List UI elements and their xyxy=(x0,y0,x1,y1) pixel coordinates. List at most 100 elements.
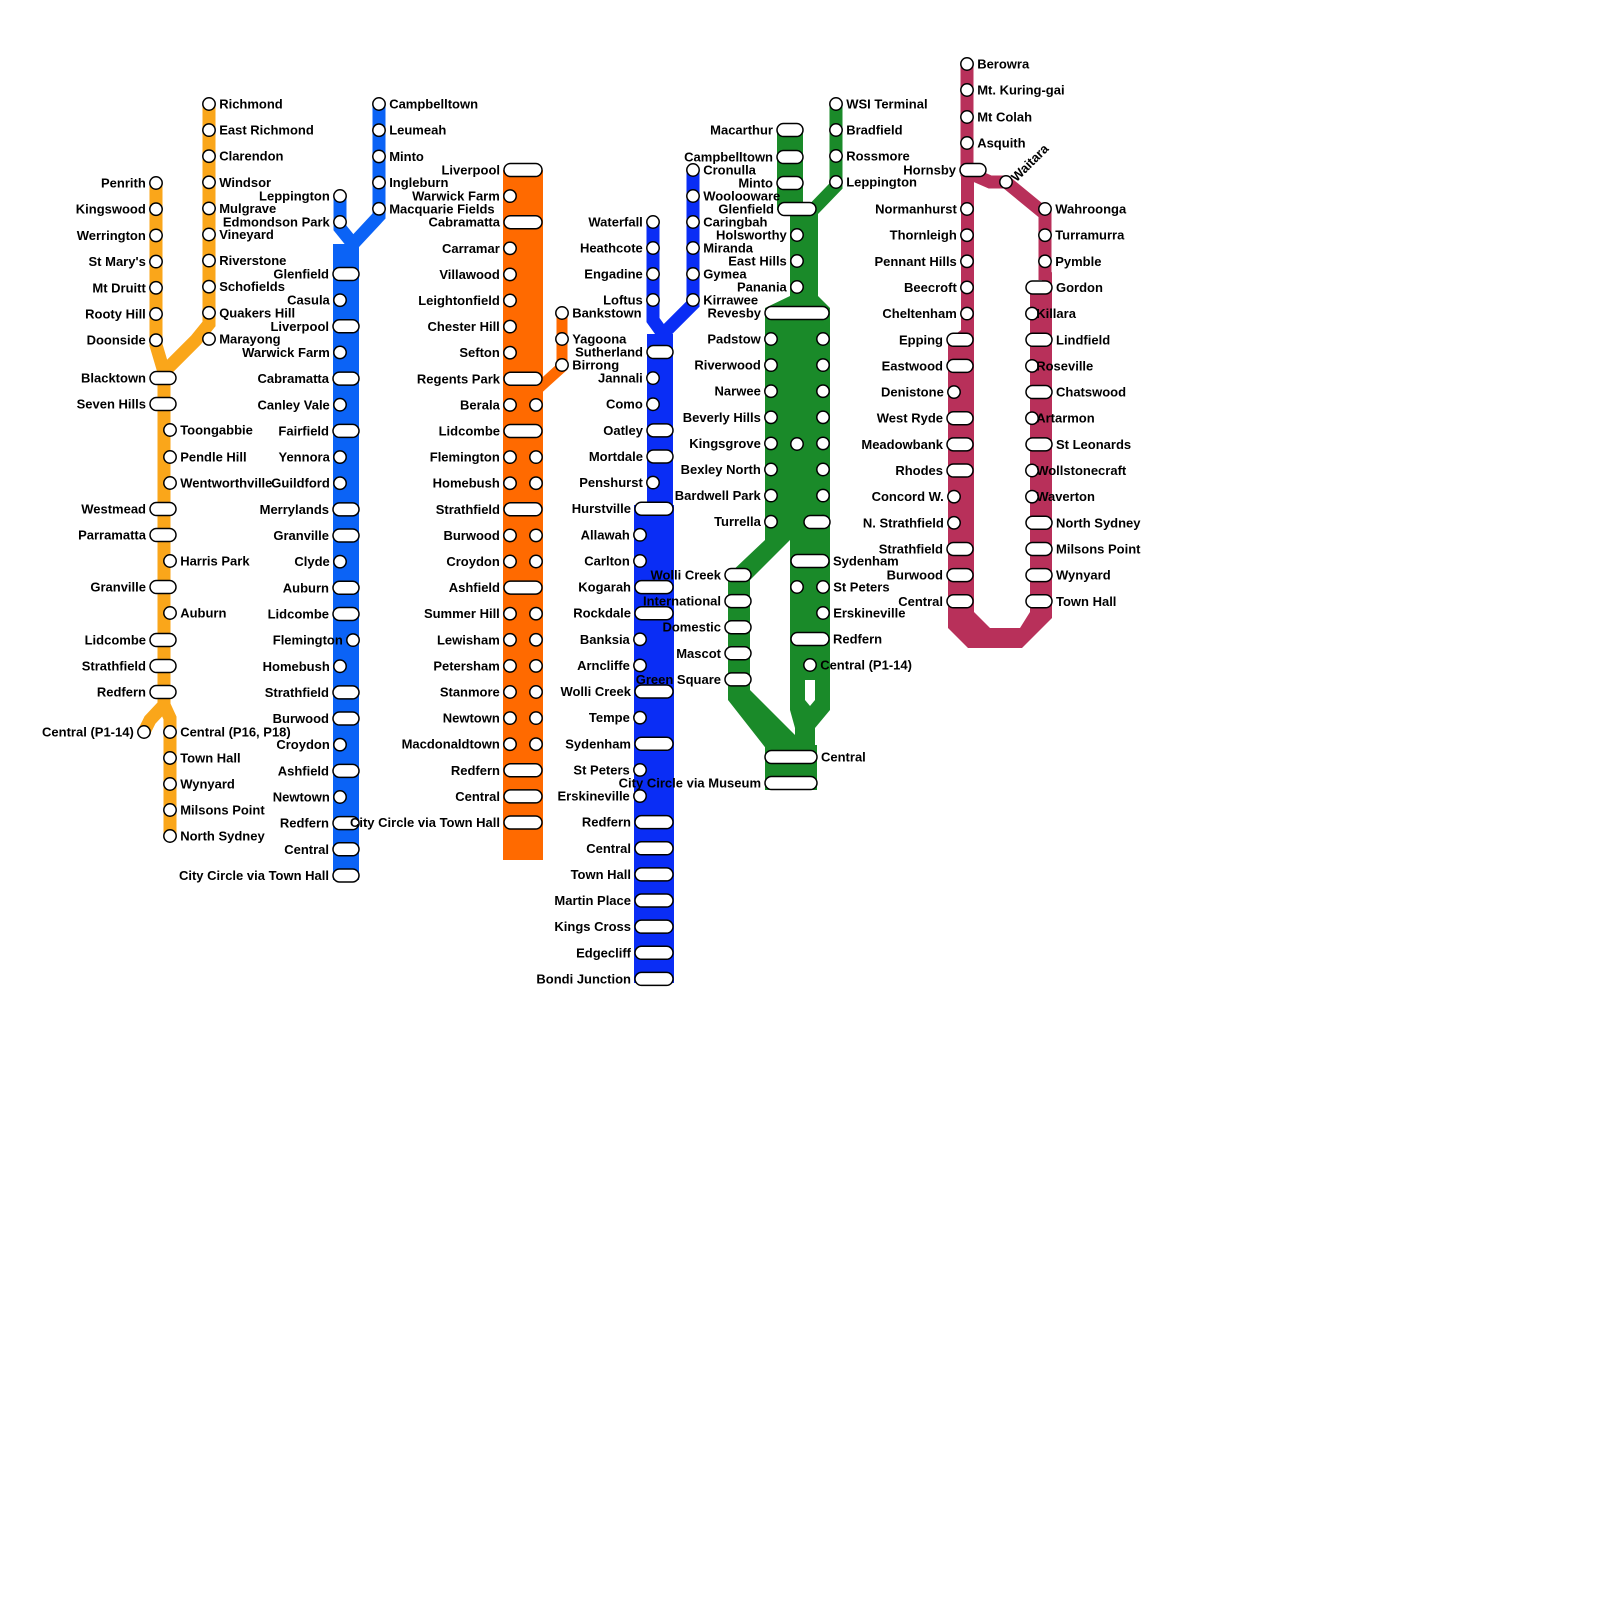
station-wynyard[interactable] xyxy=(1025,567,1053,583)
station-glenfield[interactable] xyxy=(332,266,360,282)
station-flemington[interactable] xyxy=(529,450,543,465)
station-city-circle-via-town-hall[interactable] xyxy=(503,815,543,830)
station-chatswood[interactable] xyxy=(1025,384,1053,400)
station-yennora[interactable] xyxy=(333,450,347,464)
station-auburn[interactable] xyxy=(332,580,360,596)
station-waitara[interactable] xyxy=(999,175,1013,189)
station-riverwood[interactable] xyxy=(816,358,830,373)
station-villawood[interactable] xyxy=(503,267,517,282)
station-eastwood[interactable] xyxy=(946,358,974,374)
station-central[interactable] xyxy=(332,842,360,857)
station-padstow[interactable] xyxy=(816,332,830,346)
station-woolooware[interactable] xyxy=(686,189,700,203)
station-mt-kuring-gai[interactable] xyxy=(960,83,974,97)
station-central[interactable] xyxy=(764,749,818,765)
station-st-peters[interactable] xyxy=(790,580,804,594)
station-loftus[interactable] xyxy=(646,293,660,307)
station-burwood[interactable] xyxy=(529,528,543,543)
station-leumeah[interactable] xyxy=(372,123,386,138)
station-central-p1-14[interactable] xyxy=(803,658,817,672)
station-padstow[interactable] xyxy=(764,332,778,346)
station-summer-hill[interactable] xyxy=(529,606,543,621)
station-marayong[interactable] xyxy=(202,331,216,346)
station-wolli-creek[interactable] xyxy=(724,567,752,583)
station-narwee[interactable] xyxy=(816,384,830,399)
station-central[interactable] xyxy=(503,789,543,804)
station-strathfield[interactable] xyxy=(946,541,974,557)
station-chester-hill[interactable] xyxy=(503,319,517,334)
station-roseville[interactable] xyxy=(1025,358,1039,373)
station-warwick-farm[interactable] xyxy=(333,345,347,360)
station-bradfield[interactable] xyxy=(829,123,843,137)
station-homebush[interactable] xyxy=(333,659,347,674)
station-kingsgrove[interactable] xyxy=(816,436,830,451)
station-lewisham[interactable] xyxy=(529,632,543,647)
station-sydenham[interactable] xyxy=(790,553,830,569)
station-casula[interactable] xyxy=(333,293,347,308)
station-lidcombe[interactable] xyxy=(149,632,177,648)
station-berowra[interactable] xyxy=(960,57,974,71)
station-bardwell-park[interactable] xyxy=(816,488,830,503)
station-merrylands[interactable] xyxy=(332,502,360,517)
station-artarmon[interactable] xyxy=(1025,411,1039,426)
station-yagoona[interactable] xyxy=(555,332,569,346)
station-lewisham[interactable] xyxy=(503,632,517,647)
station-pendle-hill[interactable] xyxy=(163,450,177,464)
station-macdonaldtown[interactable] xyxy=(503,737,517,752)
station-leppington[interactable] xyxy=(829,175,843,189)
station-holsworthy[interactable] xyxy=(790,228,804,242)
station-cronulla[interactable] xyxy=(686,163,700,177)
station-flemington[interactable] xyxy=(346,633,360,648)
station-milsons-point[interactable] xyxy=(1025,541,1053,557)
station-newtown[interactable] xyxy=(529,711,543,726)
station-richmond[interactable] xyxy=(202,97,216,111)
station-macquarie-fields[interactable] xyxy=(372,201,386,216)
station-petersham[interactable] xyxy=(529,658,543,673)
station-caringbah[interactable] xyxy=(686,215,700,229)
station-international[interactable] xyxy=(724,593,752,609)
station-burwood[interactable] xyxy=(503,528,517,543)
station-macdonaldtown[interactable] xyxy=(529,737,543,752)
station-turrella[interactable] xyxy=(764,514,778,529)
station-clyde[interactable] xyxy=(333,554,347,569)
station-riverstone[interactable] xyxy=(202,253,216,268)
station-mt-colah[interactable] xyxy=(960,110,974,124)
station-blacktown[interactable] xyxy=(149,370,177,386)
station-redfern[interactable] xyxy=(332,815,360,831)
station-central-p16-p18[interactable] xyxy=(163,725,177,739)
station-wollstonecraft[interactable] xyxy=(1025,463,1039,478)
station-edmondson-park[interactable] xyxy=(333,215,347,229)
station-berala[interactable] xyxy=(529,397,543,412)
station-como[interactable] xyxy=(646,397,660,412)
station-north-sydney[interactable] xyxy=(163,829,177,843)
station-kingswood[interactable] xyxy=(149,202,163,217)
station-concord-w[interactable] xyxy=(947,489,961,504)
station-city-circle-via-museum[interactable] xyxy=(764,775,818,791)
station-leightonfield[interactable] xyxy=(503,293,517,308)
station-edgecliff[interactable] xyxy=(634,945,674,961)
station-n-strathfield[interactable] xyxy=(947,515,961,530)
station-milsons-point[interactable] xyxy=(163,803,177,817)
station-st-leonards[interactable] xyxy=(1025,437,1053,452)
station-lindfield[interactable] xyxy=(1025,332,1053,347)
station-panania[interactable] xyxy=(790,280,804,294)
station-allawah[interactable] xyxy=(633,527,647,542)
station-clarendon[interactable] xyxy=(202,149,216,164)
station-stanmore[interactable] xyxy=(503,685,517,699)
station-erskineville[interactable] xyxy=(633,789,647,803)
station-minto[interactable] xyxy=(776,175,804,191)
station-asquith[interactable] xyxy=(960,136,974,150)
station-hornsby[interactable] xyxy=(959,162,987,178)
station-kingsgrove[interactable] xyxy=(790,437,804,451)
station-homebush[interactable] xyxy=(503,476,517,491)
station-petersham[interactable] xyxy=(503,658,517,673)
station-wynyard[interactable] xyxy=(163,777,177,791)
station-gordon[interactable] xyxy=(1025,280,1053,295)
station-parramatta[interactable] xyxy=(149,527,177,543)
station-mulgrave[interactable] xyxy=(202,201,216,216)
station-bondi-junction[interactable] xyxy=(634,971,674,987)
station-town-hall[interactable] xyxy=(1025,594,1053,609)
station-harris-park[interactable] xyxy=(163,554,177,568)
station-east-richmond[interactable] xyxy=(202,123,216,138)
station-epping[interactable] xyxy=(946,332,974,347)
